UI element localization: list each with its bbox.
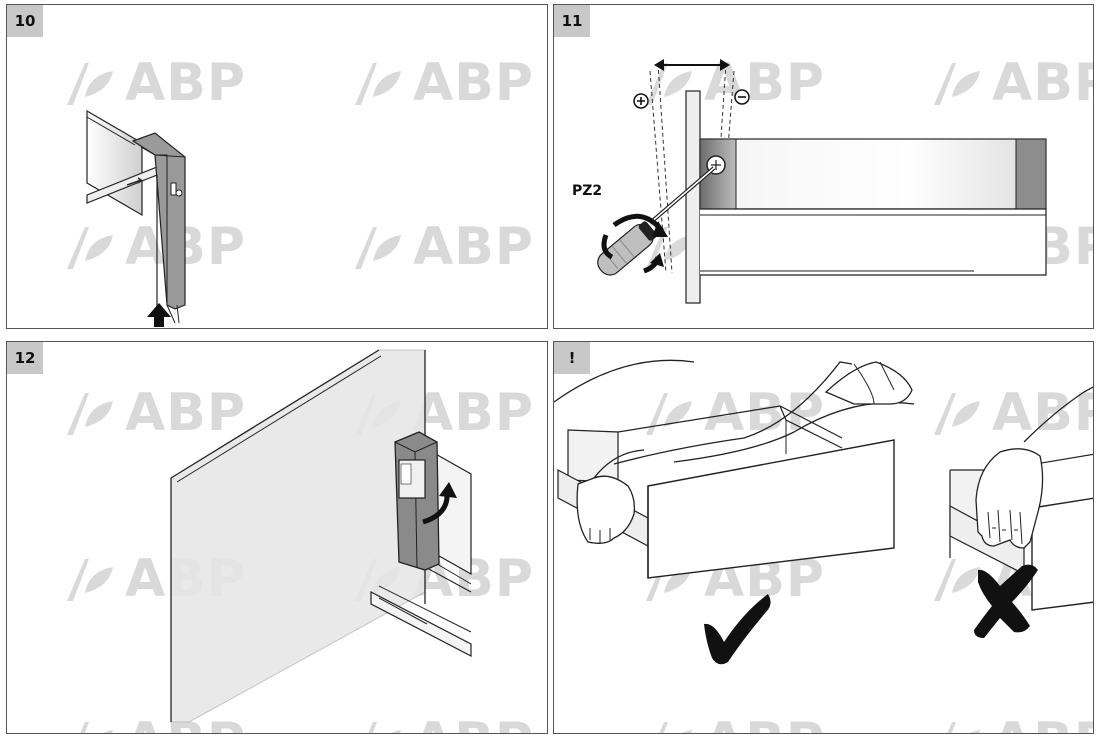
- watermark: ABP: [642, 387, 825, 439]
- watermark-text: ABP: [413, 217, 534, 277]
- watermark-text: ABP: [125, 53, 246, 113]
- step-number-badge: 12: [7, 342, 43, 374]
- screwdriver-size-label: PZ2: [572, 183, 603, 199]
- watermark-text: ABP: [125, 383, 246, 443]
- plus-circle-icon: [633, 93, 649, 109]
- watermark: ABP: [63, 387, 246, 439]
- watermark: ABP: [930, 383, 1093, 443]
- cross-mark-icon: [974, 564, 1038, 638]
- minus-circle-icon: [734, 89, 750, 105]
- watermark: ABP: [351, 716, 534, 733]
- step-number-badge: 11: [554, 5, 590, 37]
- leaf-logo-icon: [67, 63, 113, 105]
- watermark: ABP: [63, 716, 246, 733]
- leaf-logo-icon: [368, 722, 401, 733]
- leaf-logo-icon: [646, 393, 692, 435]
- watermark: ABP: [351, 221, 534, 273]
- watermark: ABP: [930, 53, 1093, 113]
- watermark-text: ABP: [125, 716, 246, 733]
- leaf-logo-icon: [934, 63, 980, 105]
- leaf-logo-icon: [659, 722, 692, 733]
- leaf-logo-icon: [947, 722, 980, 733]
- watermark-text: ABP: [992, 383, 1093, 443]
- front-panel-clip-illustration: [170, 349, 472, 723]
- leaf-logo-icon: [934, 559, 980, 601]
- watermark: ABP: [642, 716, 825, 733]
- correct-incorrect-handling-illustration: [554, 359, 1093, 665]
- leaf-logo-icon: [355, 63, 401, 105]
- leaf-logo-icon: [355, 227, 401, 269]
- watermark-text: ABP: [413, 53, 534, 113]
- leaf-logo-icon: [934, 393, 980, 435]
- step-12-panel: 12 ABP ABP ABP ABP ABP ABP: [6, 341, 548, 734]
- watermark-text: ABP: [992, 53, 1093, 113]
- watermark: ABP: [351, 57, 534, 109]
- rotate-arrow-icon: [422, 482, 457, 525]
- tilt-adjustment-illustration: [597, 59, 1047, 304]
- rotate-arrow-icon: [601, 213, 668, 274]
- watermark-text: ABP: [992, 716, 1093, 733]
- step-number-badge: 10: [7, 5, 43, 37]
- watermark-text: ABP: [413, 716, 534, 733]
- watermark-text: ABP: [704, 716, 825, 733]
- watermark: ABP: [63, 57, 246, 109]
- watermark-text: ABP: [413, 383, 534, 443]
- step-10-panel: 10 ABP ABP ABP ABP: [6, 4, 548, 329]
- up-arrow-icon: [147, 303, 171, 327]
- leaf-logo-icon: [67, 559, 113, 601]
- leaf-logo-icon: [67, 393, 113, 435]
- watermark: ABP: [930, 716, 1093, 733]
- step-11-panel: 11 ABP ABP ABP ABP PZ2: [553, 4, 1094, 329]
- leaf-logo-icon: [80, 722, 113, 733]
- check-mark-icon: [704, 594, 771, 665]
- caution-badge: !: [554, 342, 590, 374]
- leaf-logo-icon: [67, 227, 113, 269]
- caution-panel: ! ABP ABP ABP ABP ABP ABP: [553, 341, 1094, 734]
- front-bracket-illustration: [86, 109, 186, 327]
